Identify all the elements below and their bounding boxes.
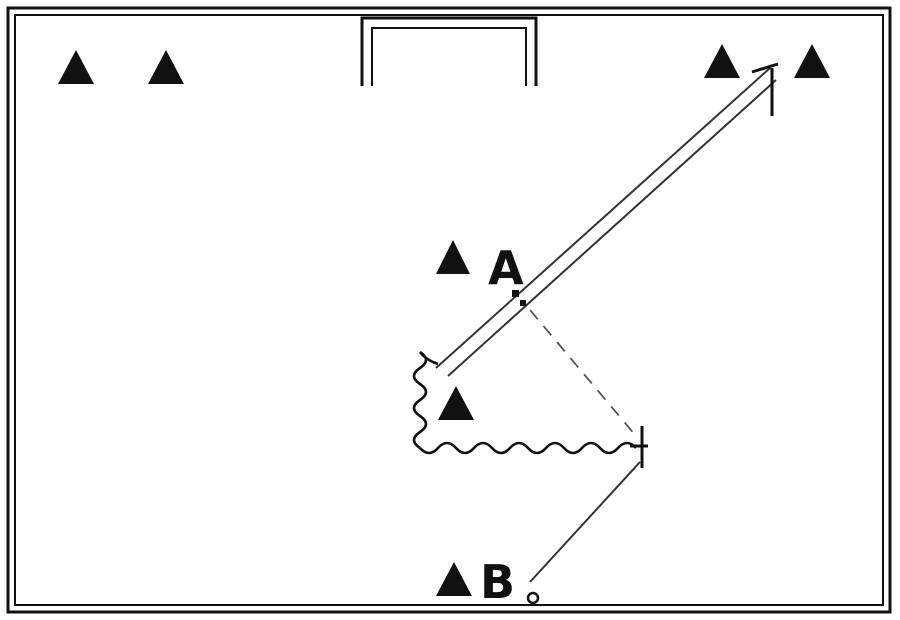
goal bbox=[360, 16, 538, 86]
cone-b bbox=[436, 562, 472, 596]
pass-line-dashed bbox=[529, 309, 637, 437]
arrow-head-top-right bbox=[751, 62, 779, 116]
pass-line-b bbox=[529, 461, 641, 583]
cone-top-right-2 bbox=[794, 44, 830, 78]
cone-top-left-2 bbox=[148, 50, 184, 84]
run-marker-2 bbox=[520, 300, 526, 306]
player-a-label: A bbox=[488, 241, 524, 295]
cone-middle bbox=[438, 386, 474, 420]
cone-top-right-1 bbox=[704, 44, 740, 78]
run-line-double bbox=[435, 67, 777, 377]
cones bbox=[58, 44, 830, 596]
run-marker bbox=[512, 290, 519, 297]
pitch-boundary bbox=[6, 6, 892, 614]
player-b-label: B bbox=[480, 555, 515, 609]
cone-a bbox=[436, 240, 470, 274]
dribble-wavy-line bbox=[412, 350, 637, 455]
cone-top-left-1 bbox=[58, 50, 94, 84]
ball bbox=[526, 591, 540, 605]
